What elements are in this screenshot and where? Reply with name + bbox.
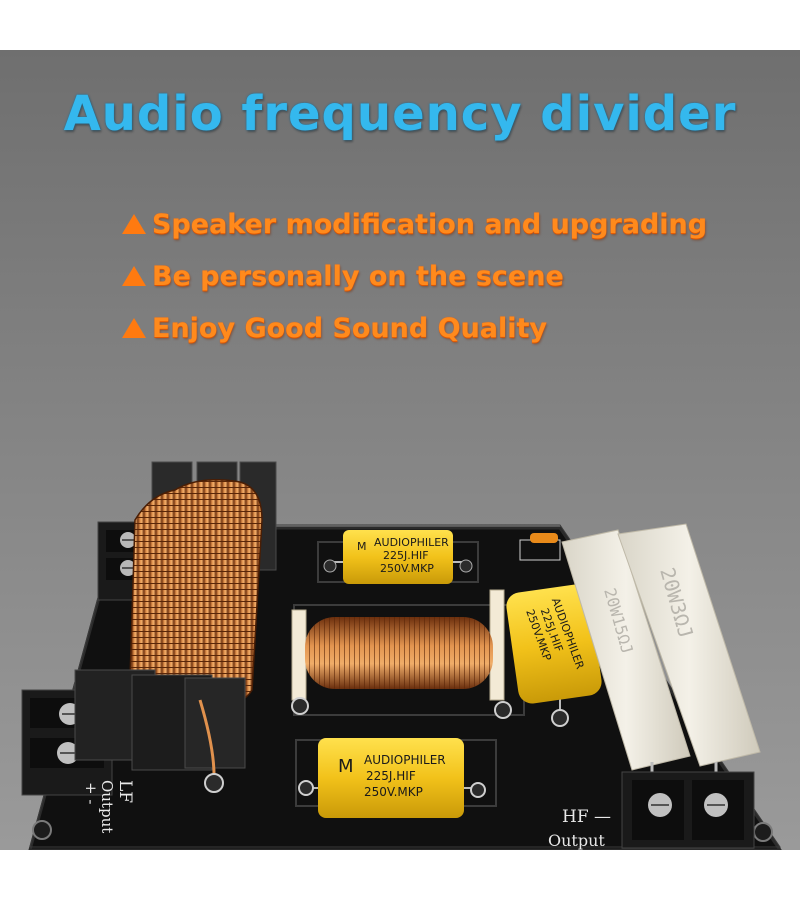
lf-output-text: Output — [98, 780, 116, 833]
capacitor-top: M AUDIOPHILER 225J.HIF 250V.MKP — [323, 530, 473, 584]
capacitor-rating: 250V.MKP — [380, 562, 434, 575]
feature-list: Speaker modification and upgrading Be pe… — [122, 198, 707, 354]
feature-item: Speaker modification and upgrading — [122, 198, 707, 250]
hf-output-text: Output — [548, 831, 605, 850]
feature-item: Enjoy Good Sound Quality — [122, 302, 707, 354]
capacitor-brand: AUDIOPHILER — [374, 536, 449, 549]
capacitor-rating: 250V.MKP — [364, 785, 423, 799]
capacitor-value: 225J.HIF — [366, 769, 416, 783]
triangle-icon — [122, 214, 146, 234]
capacitor-logo: M — [338, 756, 354, 777]
hf-label: HF — — [562, 807, 611, 827]
resistor-right: 20W3ΩJ — [617, 523, 761, 792]
triangle-icon — [122, 318, 146, 338]
mid-inductor — [291, 589, 512, 719]
feature-item: Be personally on the scene — [122, 250, 707, 302]
triangle-icon — [122, 266, 146, 286]
product-banner: Audio frequency divider Speaker modifica… — [0, 50, 800, 850]
banner-title: Audio frequency divider — [63, 86, 737, 142]
lf-label: LF — [115, 780, 135, 803]
lf-inductor — [74, 461, 277, 793]
hf-terminal-block — [621, 771, 755, 849]
capacitor-value: 225J.HIF — [383, 549, 429, 562]
lf-polarity: + - — [82, 782, 100, 804]
feature-text: Speaker modification and upgrading — [152, 208, 708, 240]
crossover-board-photo: M AUDIOPHILER 225J.HIF 250V.MKP AUDIOPHI… — [21, 461, 782, 850]
lf-output-label: LF Output + - — [82, 780, 135, 833]
capacitor-right: AUDIOPHILER 225J.HIF 250V.MKP — [506, 584, 602, 727]
capacitor-logo: M — [357, 540, 367, 553]
resistor-left: 20W15ΩJ — [561, 529, 691, 792]
capacitor-brand: AUDIOPHILER — [364, 753, 446, 767]
feature-text: Be personally on the scene — [152, 260, 564, 292]
feature-text: Enjoy Good Sound Quality — [152, 312, 548, 344]
capacitor-bottom: M AUDIOPHILER 225J.HIF 250V.MKP — [298, 738, 486, 818]
